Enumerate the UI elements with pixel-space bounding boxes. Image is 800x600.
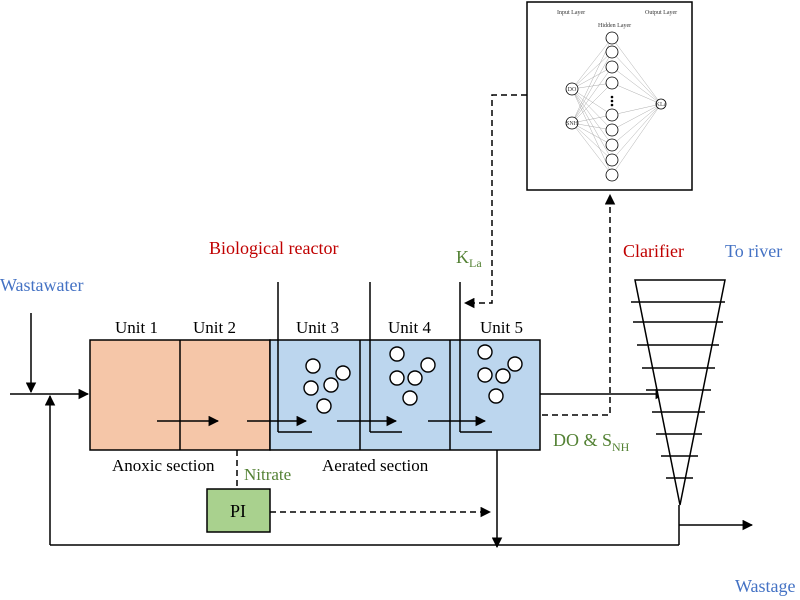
nn-hidden-node [605, 168, 619, 182]
wastewater-label: Wastawater [0, 275, 84, 295]
kla-line [463, 94, 527, 309]
nn-input-node [565, 116, 579, 130]
unit-5-label: Unit 5 [480, 318, 523, 337]
nn-output-layer-label: Output Layer [645, 10, 677, 16]
nn-hidden-node [605, 76, 619, 90]
nn-hidden-node [605, 123, 619, 137]
nn-input-node-1: DO [568, 87, 577, 93]
air-bubbles [303, 344, 523, 414]
nn-input-node-2: SNH [566, 121, 579, 127]
nn-hidden-node [605, 60, 619, 74]
unit-1-label: Unit 1 [115, 318, 158, 337]
nn-hidden-layer-label: Hidden Layer [598, 23, 631, 29]
biological-reactor-label: Biological reactor [209, 238, 338, 258]
do-snh-label: DO & SNH [553, 430, 630, 454]
nn-input-layer-label: Input Layer [557, 10, 585, 16]
nn-hidden-node [605, 138, 619, 152]
to-river-label: To river [725, 241, 782, 261]
wastage-label: Wastage [735, 576, 796, 596]
nn-connections [571, 37, 662, 176]
nitrate-label: Nitrate [244, 465, 291, 484]
nn-output-node-circle [655, 98, 667, 110]
unit-3-label: Unit 3 [296, 318, 339, 337]
pi-label: PI [230, 501, 246, 521]
nn-output-node: KLa [656, 102, 667, 108]
nn-hidden-node [605, 31, 619, 45]
clarifier-label: Clarifier [623, 241, 684, 261]
nn-hidden-node [605, 108, 619, 122]
nn-hidden-node [605, 153, 619, 167]
nn-nodes [565, 31, 667, 182]
nn-hidden-node [605, 45, 619, 59]
anoxic-section-label: Anoxic section [112, 456, 215, 475]
pi-controller [206, 488, 271, 533]
sensor-line [542, 193, 616, 416]
kla-label: KLa [456, 247, 482, 270]
aerated-section-label: Aerated section [322, 456, 429, 475]
nn-input-node [565, 82, 579, 96]
unit-4-label: Unit 4 [388, 318, 431, 337]
unit-2-label: Unit 2 [193, 318, 236, 337]
clarifier-shape [634, 279, 726, 506]
nn-ellipsis [610, 95, 614, 107]
